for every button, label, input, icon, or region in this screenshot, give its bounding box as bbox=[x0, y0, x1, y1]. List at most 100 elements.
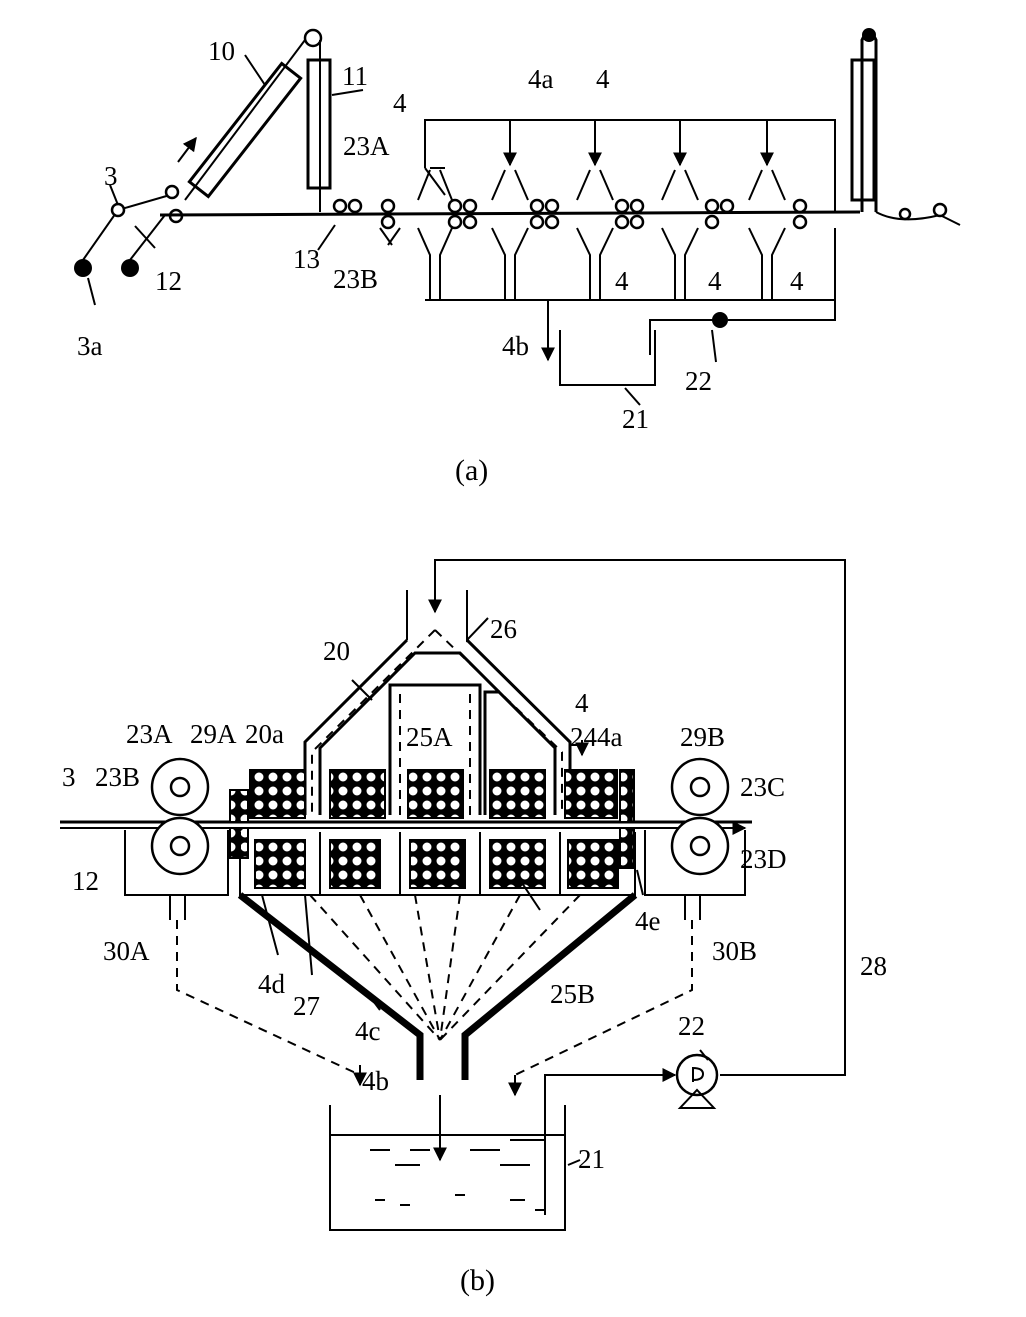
label-30B: 30B bbox=[712, 936, 757, 966]
label-23B: 23B bbox=[333, 264, 378, 294]
lower-partitions bbox=[319, 832, 561, 895]
roll-12 bbox=[121, 259, 139, 277]
upper-ball-box bbox=[407, 769, 464, 819]
label-3: 3 bbox=[62, 762, 76, 792]
top-header bbox=[424, 119, 836, 212]
liquid-marks bbox=[370, 1139, 545, 1211]
guide-roll bbox=[110, 202, 126, 218]
label-4b: 4b bbox=[502, 331, 529, 361]
upper-ball-box bbox=[564, 769, 618, 819]
suction-line bbox=[544, 1068, 677, 1215]
label-22: 22 bbox=[685, 366, 712, 396]
label-4: 4 bbox=[596, 64, 610, 94]
leader bbox=[109, 184, 119, 206]
label-4a: 4a bbox=[528, 64, 554, 94]
roll-23B-hub bbox=[169, 835, 191, 857]
funnel-4c-right bbox=[461, 892, 638, 1080]
tank-21a bbox=[559, 330, 656, 386]
leader bbox=[636, 869, 644, 896]
right-top-roll bbox=[862, 28, 876, 42]
pump-22a bbox=[712, 312, 728, 328]
label-23A: 23A bbox=[343, 131, 390, 161]
figure-a: 10 11 4 4a 4 3 23A 13 12 23B 3a 4b 4 4 4… bbox=[74, 28, 961, 487]
label-13: 13 bbox=[293, 244, 320, 274]
label-10: 10 bbox=[208, 36, 235, 66]
exit-roll bbox=[898, 207, 912, 221]
label-25B: 25B bbox=[550, 979, 595, 1009]
pump-base bbox=[677, 1088, 717, 1109]
tray-30B bbox=[644, 830, 746, 896]
seal-29B bbox=[619, 769, 635, 823]
label-21: 21 bbox=[578, 1144, 605, 1174]
lower-nozzles bbox=[379, 227, 786, 300]
inner-wall bbox=[483, 690, 500, 815]
label-22: 22 bbox=[678, 1011, 705, 1041]
upper-ball-box bbox=[489, 769, 546, 819]
tray-30B-outlet bbox=[684, 895, 701, 920]
label-29A: 29A bbox=[190, 719, 237, 749]
roll-23C-hub bbox=[689, 776, 711, 798]
leader bbox=[351, 679, 373, 701]
hood-20-inner bbox=[318, 651, 557, 815]
leader bbox=[304, 894, 313, 976]
leader bbox=[699, 1049, 709, 1061]
label-20a: 20a bbox=[245, 719, 284, 749]
lower-housing bbox=[239, 832, 636, 896]
inlet-right-wall bbox=[466, 590, 489, 643]
web-3 bbox=[82, 194, 171, 261]
label-4: 4 bbox=[708, 266, 722, 296]
label-4: 4 bbox=[790, 266, 804, 296]
label-25A: 25A bbox=[406, 722, 453, 752]
funnel-4c-left bbox=[237, 892, 424, 1080]
label-4e: 4e bbox=[635, 906, 661, 936]
figure-b: 20 26 23A 29A 20a 25A 4 244a 29B 3 23B 2… bbox=[60, 559, 887, 1297]
upper-nozzles bbox=[417, 120, 786, 201]
label-4c: 4c bbox=[355, 1016, 381, 1046]
label-20: 20 bbox=[323, 636, 350, 666]
channel-25A bbox=[388, 683, 482, 815]
label-4: 4 bbox=[615, 266, 629, 296]
label-4: 4 bbox=[575, 688, 589, 718]
leader bbox=[567, 1159, 581, 1166]
lower-ball-box bbox=[254, 839, 306, 889]
leader bbox=[244, 54, 266, 86]
label-244a: 244a bbox=[570, 722, 623, 752]
web-up bbox=[184, 39, 306, 201]
leader bbox=[87, 277, 96, 306]
leader bbox=[624, 387, 641, 406]
label-30A: 30A bbox=[103, 936, 150, 966]
return-line-a bbox=[649, 300, 836, 355]
caption-a: (a) bbox=[455, 454, 488, 487]
flow-arrow bbox=[177, 136, 197, 163]
label-4: 4 bbox=[393, 88, 407, 118]
leader bbox=[317, 224, 336, 251]
tray-30A bbox=[124, 830, 229, 896]
pump-22 bbox=[675, 1053, 719, 1097]
roll-3a bbox=[74, 259, 92, 277]
label-26: 26 bbox=[490, 614, 517, 644]
upper-ball-box bbox=[249, 769, 306, 819]
label-27: 27 bbox=[293, 991, 320, 1021]
label-4b: 4b bbox=[362, 1066, 389, 1096]
leader bbox=[331, 89, 364, 96]
roller-row bbox=[332, 198, 808, 230]
lower-ball-box bbox=[489, 839, 546, 889]
label-21: 21 bbox=[622, 404, 649, 434]
exit-roll bbox=[932, 202, 948, 218]
exit-web bbox=[875, 211, 961, 226]
leader bbox=[519, 879, 541, 911]
main-web bbox=[159, 210, 861, 217]
bottom-header bbox=[425, 228, 836, 301]
leader bbox=[261, 894, 279, 956]
pump-symbol bbox=[692, 1066, 705, 1082]
lower-ball-box bbox=[409, 839, 466, 889]
label-23C: 23C bbox=[740, 772, 785, 802]
label-3: 3 bbox=[104, 161, 118, 191]
unit-10 bbox=[187, 61, 303, 199]
label-12: 12 bbox=[72, 866, 99, 896]
tray-30A-outlet bbox=[169, 895, 186, 920]
upper-ball-box bbox=[329, 769, 386, 819]
caption-b: (b) bbox=[460, 1264, 495, 1297]
leader bbox=[711, 329, 717, 363]
leader bbox=[134, 225, 156, 249]
